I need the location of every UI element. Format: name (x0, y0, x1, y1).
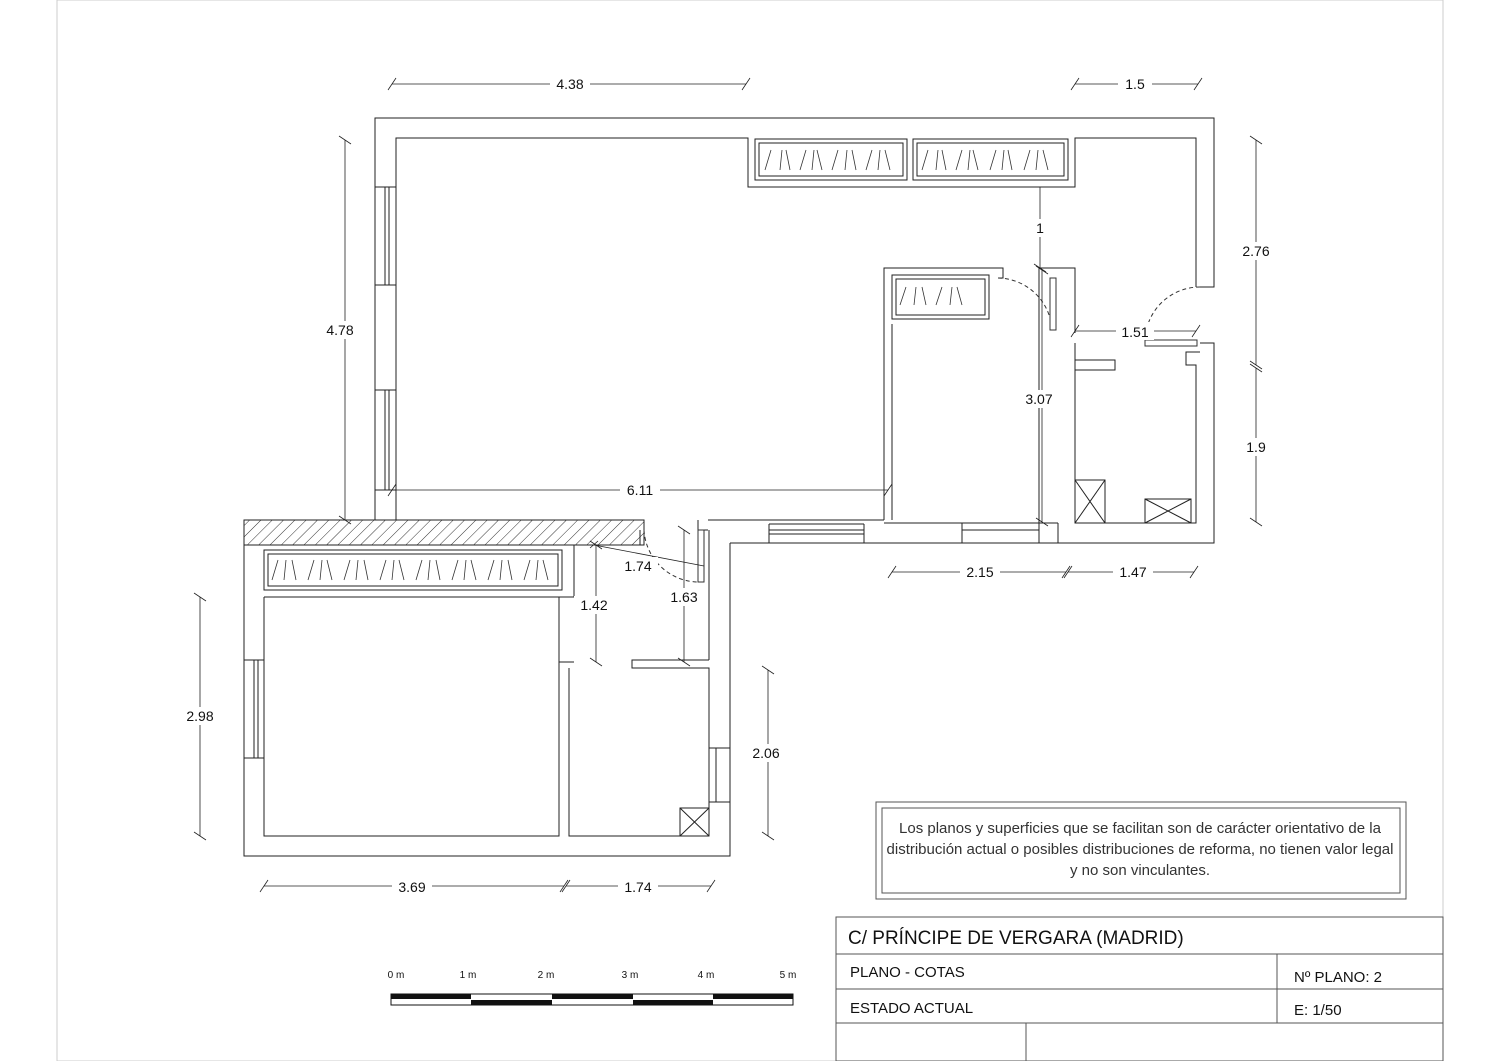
dim-living-width: 6.11 (627, 482, 653, 498)
scale-label-2: 2 m (538, 970, 555, 981)
scale-label-1: 1 m (460, 970, 477, 981)
dim-closet-depth: 1.42 (580, 597, 607, 613)
dim-right-lower: 1.9 (1246, 439, 1266, 455)
dim-top-right: 1.5 (1125, 76, 1145, 92)
plan-type: PLANO - COTAS (850, 964, 965, 981)
plan-number: Nº PLANO: 2 (1294, 969, 1382, 986)
scale-bar: 0 m 1 m 2 m 3 m 4 m 5 m (388, 970, 797, 1006)
scale-label-4: 4 m (698, 970, 715, 981)
wardrobe-hangers (271, 149, 1049, 581)
dim-bath-height: 2.06 (752, 745, 779, 761)
scale-label-0: 0 m (388, 970, 405, 981)
plan-state: ESTADO ACTUAL (850, 1000, 973, 1017)
doors (643, 277, 1201, 583)
dim-corridor-height: 1.63 (670, 589, 697, 605)
wardrobes (263, 138, 1069, 591)
address-title: C/ PRÍNCIPE DE VERGARA (MADRID) (848, 928, 1184, 949)
title-block (835, 916, 1444, 1061)
dim-door-clearance: 1 (1036, 220, 1044, 236)
dim-inner-width: 1.51 (1121, 324, 1148, 340)
dim-corridor-width: 1.74 (624, 558, 651, 574)
windows (243, 186, 1040, 803)
scale-label-5: 5 m (780, 970, 797, 981)
plan-scale: E: 1/50 (1294, 1002, 1342, 1019)
hatched-wall (243, 519, 645, 546)
dim-bottom-right: 1.47 (1119, 564, 1146, 580)
scale-label-3: 3 m (622, 970, 639, 981)
shafts (679, 479, 1192, 837)
dim-bedroom-height: 2.98 (186, 708, 213, 724)
dim-left-height: 4.78 (326, 322, 353, 338)
dim-inner-height: 3.07 (1025, 391, 1052, 407)
dimension-lines (193, 77, 1263, 893)
dim-bath-width: 1.74 (624, 879, 651, 895)
note-box (875, 801, 1407, 900)
sheet-border (56, 0, 1444, 1061)
dim-right-upper: 2.76 (1242, 243, 1269, 259)
dim-bedroom-width: 3.69 (398, 879, 425, 895)
disclaimer-note: Los planos y superficies que se facilita… (886, 820, 1394, 879)
dim-top-left: 4.38 (556, 76, 583, 92)
dimension-labels: 4.38 1.5 4.78 2.76 1 1.51 3.07 1.9 6.11 … (180, 75, 1276, 895)
dim-bottom-mid: 2.15 (966, 564, 993, 580)
